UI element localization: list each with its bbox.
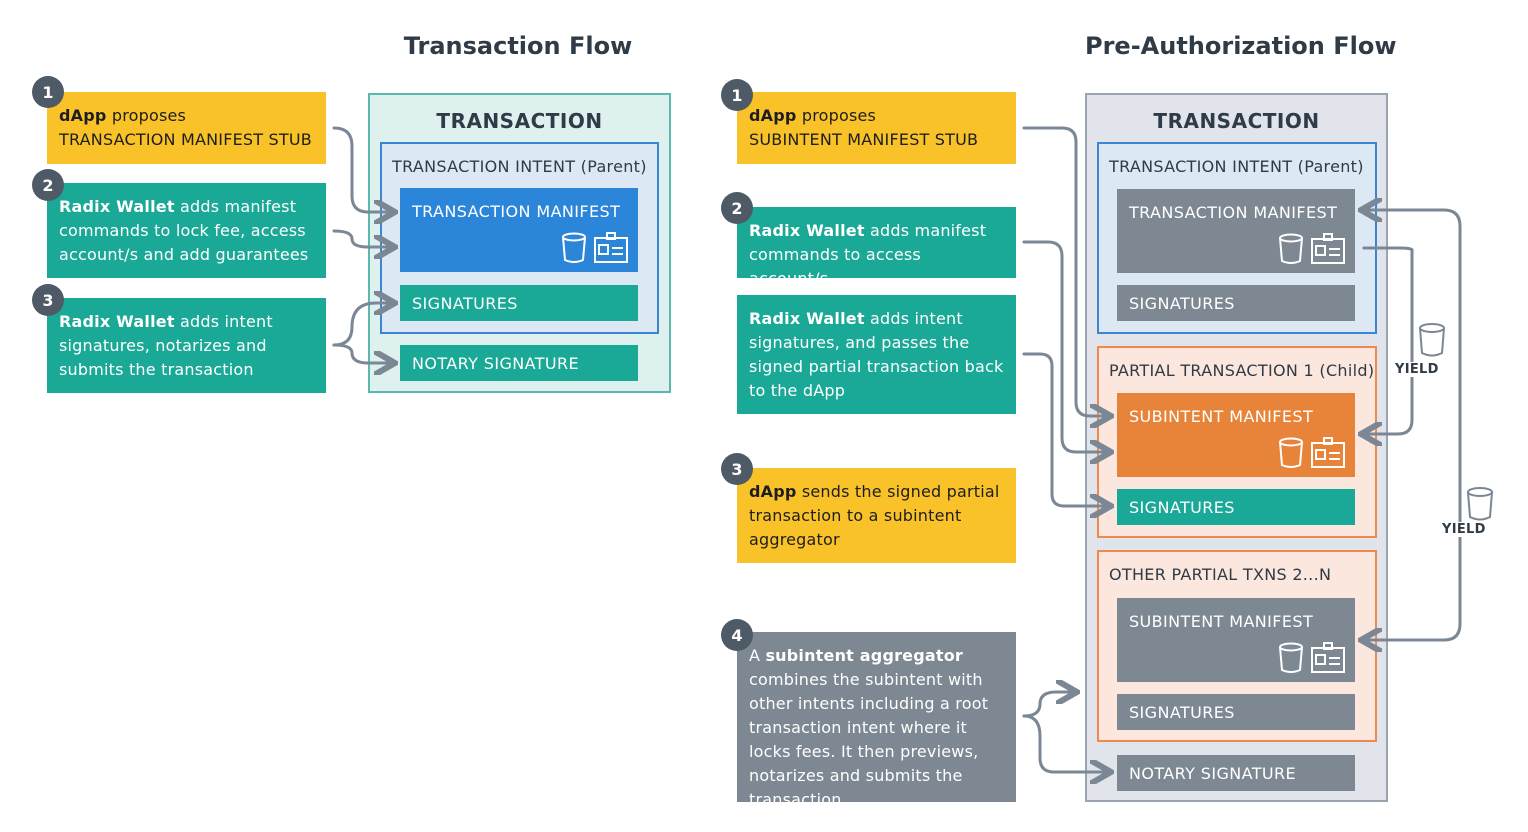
badge-id-icon	[1311, 437, 1345, 468]
step-text: proposes	[106, 106, 187, 125]
step-text-line2: SUBINTENT MANIFEST STUB	[749, 130, 979, 149]
other-subintent-manifest: SUBINTENT MANIFEST	[1117, 598, 1355, 682]
right-transaction-heading: TRANSACTION	[1153, 109, 1320, 133]
step-badge-1: 1	[32, 76, 64, 108]
manifest-icons	[1277, 233, 1345, 265]
right-step-3-card: dApp sends the signed partial transactio…	[737, 468, 1016, 563]
subintent-signatures: SIGNATURES	[1117, 489, 1355, 525]
manifest-icons	[1277, 642, 1345, 674]
partial-transaction-1-label: PARTIAL TRANSACTION 1 (Child)	[1109, 361, 1375, 380]
step-badge-3: 3	[32, 284, 64, 316]
step-text-line2: TRANSACTION MANIFEST STUB	[59, 130, 312, 149]
other-signatures: SIGNATURES	[1117, 694, 1355, 730]
step-text: sends the signed partial transaction to …	[749, 482, 1000, 549]
manifest-label: SUBINTENT MANIFEST	[1129, 612, 1314, 631]
right-intent-label: TRANSACTION INTENT (Parent)	[1109, 157, 1364, 176]
step-actor: Radix Wallet	[59, 312, 175, 331]
step-actor: dApp	[749, 106, 797, 125]
right-signatures: SIGNATURES	[1117, 285, 1355, 321]
yield-bucket-icon	[1416, 322, 1448, 358]
manifest-label: TRANSACTION MANIFEST	[1129, 203, 1338, 222]
step-actor: subintent aggregator	[765, 646, 964, 665]
badge-id-icon	[1311, 642, 1345, 673]
step-text: proposes	[796, 106, 877, 125]
right-step-4-card: A subintent aggregator combines the subi…	[737, 632, 1016, 809]
step-actor: dApp	[59, 106, 107, 125]
manifest-icons	[560, 232, 628, 264]
left-notary-signature: NOTARY SIGNATURE	[400, 345, 638, 381]
left-intent-label: TRANSACTION INTENT (Parent)	[392, 157, 647, 176]
yield-label-2: YIELD	[1440, 522, 1488, 537]
right-step-1-card: dApp proposes SUBINTENT MANIFEST STUB	[737, 92, 1016, 164]
right-notary-signature: NOTARY SIGNATURE	[1117, 755, 1355, 791]
step-badge-3: 3	[721, 453, 753, 485]
yield-label-1: YIELD	[1393, 362, 1441, 377]
step-actor: Radix Wallet	[749, 221, 865, 240]
step-badge-2: 2	[32, 169, 64, 201]
badge-id-icon	[594, 232, 628, 263]
step-text-prefix: A	[749, 646, 766, 665]
manifest-label: SUBINTENT MANIFEST	[1129, 407, 1314, 426]
left-step-2-card: Radix Wallet adds manifest commands to l…	[47, 183, 326, 278]
left-signatures: SIGNATURES	[400, 285, 638, 321]
other-partial-txns-label: OTHER PARTIAL TXNS 2...N	[1109, 565, 1332, 584]
left-step-3-card: Radix Wallet adds intent signatures, not…	[47, 298, 326, 393]
step-badge-1: 1	[721, 79, 753, 111]
step-badge-4: 4	[721, 619, 753, 651]
step-text: adds manifest commands to lock fee, acce…	[59, 197, 309, 264]
right-step-2-card: Radix Wallet adds manifest commands to a…	[737, 207, 1016, 288]
step-text: adds intent signatures, and passes the s…	[749, 309, 1004, 400]
step-actor: Radix Wallet	[749, 309, 865, 328]
step-badge-2: 2	[721, 192, 753, 224]
right-title: Pre-Authorization Flow	[1085, 32, 1397, 60]
left-transaction-heading: TRANSACTION	[436, 109, 603, 133]
subintent-manifest: SUBINTENT MANIFEST	[1117, 393, 1355, 477]
bucket-icon	[562, 232, 586, 263]
yield-bucket-icon	[1464, 486, 1496, 522]
left-step-1-card: dApp proposes TRANSACTION MANIFEST STUB	[47, 92, 326, 164]
step-text: combines the subintent with other intent…	[749, 670, 989, 809]
step-actor: dApp	[749, 482, 797, 501]
right-transaction-manifest: TRANSACTION MANIFEST	[1117, 189, 1355, 273]
step-actor: Radix Wallet	[59, 197, 175, 216]
right-step-2b-card: Radix Wallet adds intent signatures, and…	[737, 295, 1016, 414]
bucket-icon	[1279, 233, 1303, 264]
step-text: adds intent signatures, notarizes and su…	[59, 312, 273, 379]
bucket-icon	[1279, 642, 1303, 673]
manifest-label: TRANSACTION MANIFEST	[412, 202, 621, 221]
step-text: adds manifest commands to access account…	[749, 221, 987, 288]
left-title: Transaction Flow	[403, 32, 633, 60]
badge-id-icon	[1311, 233, 1345, 264]
manifest-icons	[1277, 437, 1345, 469]
bucket-icon	[1279, 437, 1303, 468]
left-transaction-manifest: TRANSACTION MANIFEST	[400, 188, 638, 272]
